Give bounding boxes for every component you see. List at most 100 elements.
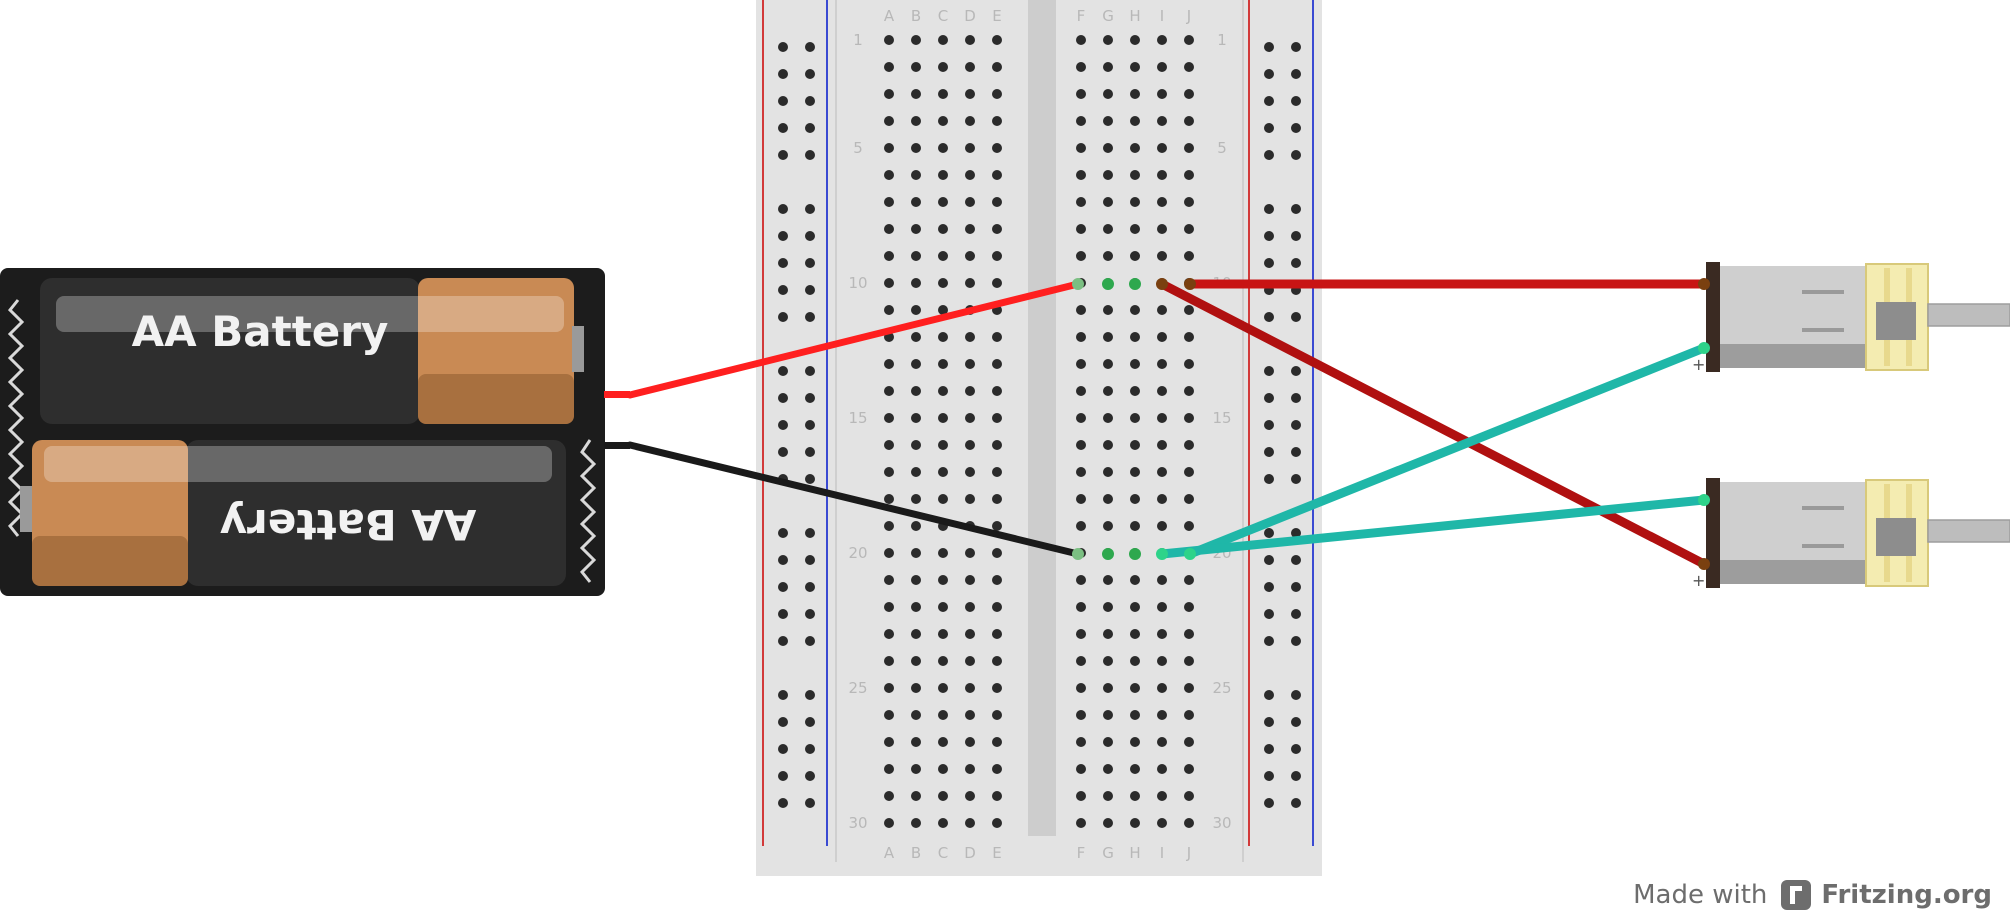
battery-bottom-highlight xyxy=(44,446,552,482)
power-rail-hole xyxy=(1264,690,1274,700)
breadboard-hole xyxy=(992,89,1002,99)
breadboard-hole xyxy=(938,278,948,288)
power-rail-hole xyxy=(778,555,788,565)
wire-end-pin xyxy=(1072,548,1084,560)
breadboard-hole xyxy=(992,629,1002,639)
spring-contact-right xyxy=(579,439,597,583)
battery-bottom-body xyxy=(186,440,566,586)
power-rail-hole xyxy=(1291,771,1301,781)
spring-contact-left xyxy=(7,299,25,537)
breadboard-hole xyxy=(965,710,975,720)
power-rail-hole xyxy=(1291,555,1301,565)
breadboard-hole xyxy=(911,170,921,180)
breadboard-hole xyxy=(1130,116,1140,126)
breadboard-hole xyxy=(1076,116,1086,126)
breadboard-hole xyxy=(884,143,894,153)
breadboard-hole xyxy=(911,764,921,774)
breadboard-hole xyxy=(1157,602,1167,612)
breadboard-hole xyxy=(1157,89,1167,99)
power-rail-hole xyxy=(805,636,815,646)
column-letter-bottom: I xyxy=(1160,844,1164,862)
breadboard-hole xyxy=(965,764,975,774)
battery-negative-lead-stub xyxy=(604,442,630,449)
breadboard-hole xyxy=(965,386,975,396)
column-letter-bottom: E xyxy=(992,844,1001,862)
power-rail-hole xyxy=(1264,204,1274,214)
column-letter-bottom: B xyxy=(911,844,921,862)
breadboard-hole xyxy=(1184,602,1194,612)
breadboard-hole xyxy=(1103,332,1113,342)
power-rail-hole xyxy=(778,312,788,322)
breadboard-hole xyxy=(965,737,975,747)
power-rail-hole xyxy=(1264,258,1274,268)
breadboard-hole xyxy=(992,764,1002,774)
power-rail-hole xyxy=(778,393,788,403)
breadboard-hole xyxy=(965,332,975,342)
wire-end-pin xyxy=(1698,342,1710,354)
wires xyxy=(626,278,1710,570)
breadboard-hole xyxy=(1076,467,1086,477)
breadboard-hole xyxy=(884,440,894,450)
breadboard-hole xyxy=(911,197,921,207)
breadboard-hole xyxy=(1103,89,1113,99)
breadboard-hole xyxy=(1184,764,1194,774)
power-rail-hole xyxy=(1264,123,1274,133)
wire-end-pin xyxy=(1156,278,1168,290)
breadboard-hole xyxy=(992,116,1002,126)
power-rail-hole xyxy=(805,96,815,106)
breadboard-hole xyxy=(1184,116,1194,126)
column-letter-bottom: A xyxy=(884,844,895,862)
breadboard-hole xyxy=(911,737,921,747)
breadboard-hole xyxy=(1130,413,1140,423)
power-rail-hole xyxy=(778,447,788,457)
power-rail-hole xyxy=(1264,582,1274,592)
breadboard-hole xyxy=(992,35,1002,45)
wire-end-pin xyxy=(1698,494,1710,506)
breadboard-hole xyxy=(992,251,1002,261)
row-number-left: 1 xyxy=(853,31,863,49)
breadboard-hole xyxy=(938,413,948,423)
power-rail-hole xyxy=(805,609,815,619)
breadboard-hole xyxy=(938,89,948,99)
breadboard-hole xyxy=(911,143,921,153)
breadboard-hole xyxy=(1103,656,1113,666)
breadboard-hole xyxy=(965,629,975,639)
breadboard-hole xyxy=(1184,791,1194,801)
motor-2-shaft xyxy=(1927,519,2010,543)
breadboard-hole xyxy=(938,251,948,261)
breadboard-hole xyxy=(1157,197,1167,207)
breadboard-hole xyxy=(884,359,894,369)
breadboard-hole xyxy=(1130,35,1140,45)
breadboard-hole xyxy=(938,305,948,315)
breadboard-hole xyxy=(1157,656,1167,666)
breadboard-hole xyxy=(1184,224,1194,234)
battery-bottom-cap-shade xyxy=(32,536,188,586)
breadboard-hole xyxy=(1157,35,1167,45)
column-letter-top: J xyxy=(1186,7,1191,25)
power-rail-hole xyxy=(1264,609,1274,619)
breadboard-hole xyxy=(965,143,975,153)
breadboard-hole xyxy=(884,413,894,423)
battery-pack: AA Battery AA Battery xyxy=(0,268,630,596)
breadboard-hole xyxy=(911,89,921,99)
breadboard-hole xyxy=(884,494,894,504)
power-rail-hole xyxy=(805,798,815,808)
power-rail-hole xyxy=(1264,717,1274,727)
row-number-right: 25 xyxy=(1212,679,1231,697)
breadboard-hole xyxy=(992,575,1002,585)
power-rail-hole xyxy=(1264,150,1274,160)
battery-positive-lead-stub xyxy=(604,391,630,398)
breadboard-hole xyxy=(1130,791,1140,801)
breadboard-hole xyxy=(884,278,894,288)
column-letter-bottom: G xyxy=(1102,844,1114,862)
column-letter-top: C xyxy=(938,7,948,25)
breadboard-hole xyxy=(992,710,1002,720)
power-rail-hole xyxy=(1264,447,1274,457)
breadboard-hole xyxy=(1184,89,1194,99)
breadboard-hole xyxy=(965,251,975,261)
breadboard-hole xyxy=(884,62,894,72)
breadboard-hole xyxy=(965,170,975,180)
power-rail-hole xyxy=(1264,96,1274,106)
breadboard-hole xyxy=(884,170,894,180)
